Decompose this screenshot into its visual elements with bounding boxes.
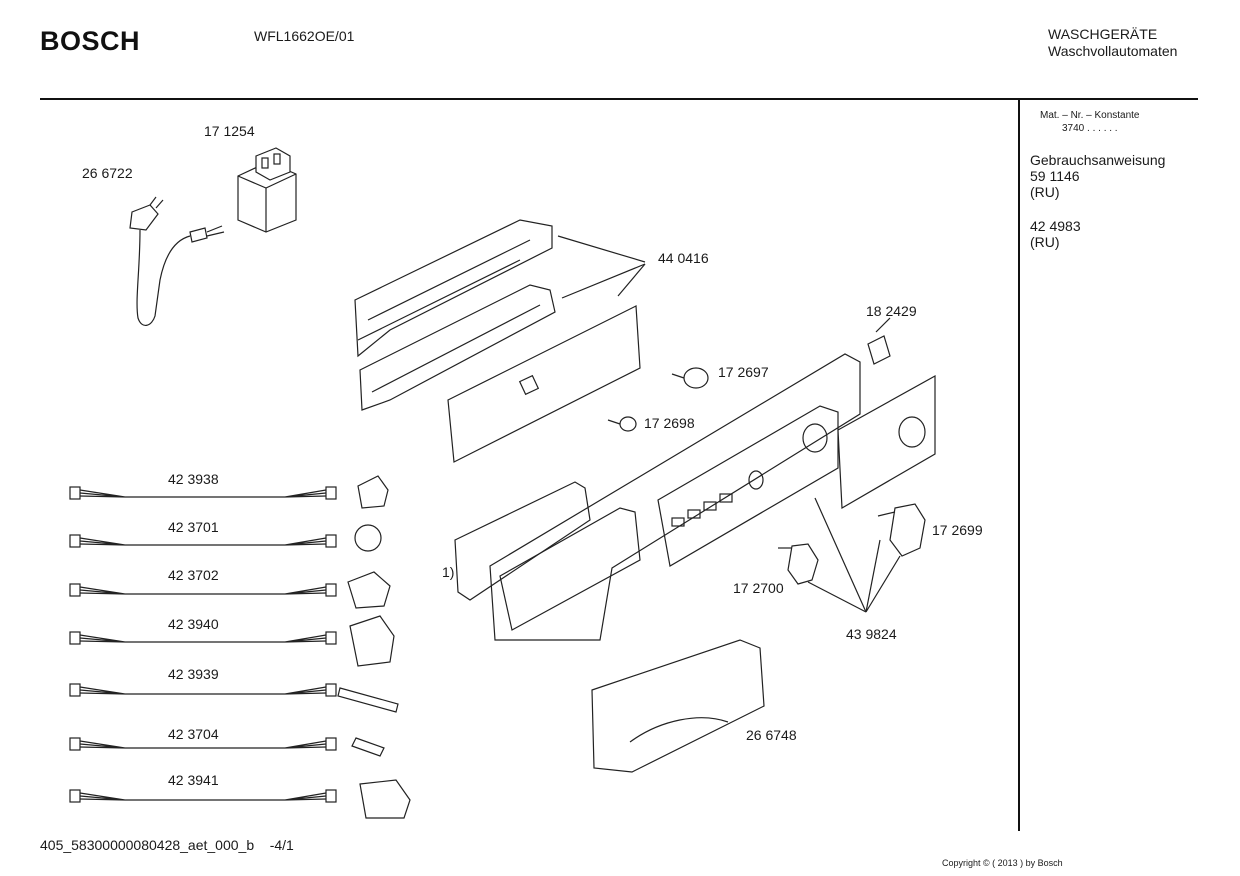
doc2-language: (RU) bbox=[1030, 234, 1060, 250]
cable-harness-part[interactable] bbox=[69, 571, 391, 609]
doc-id-text: 405_58300000080428_aet_000_b bbox=[40, 837, 255, 853]
mat-number-label: Mat. – Nr. – Konstante bbox=[1040, 110, 1140, 121]
mat-number-value: 3740 . . . . . . bbox=[1062, 123, 1118, 134]
part-label: 17 2699 bbox=[932, 522, 983, 538]
interference-filter-part[interactable] bbox=[237, 147, 297, 233]
part-label: 17 2700 bbox=[733, 580, 784, 596]
part-label: 44 0416 bbox=[658, 250, 709, 266]
cable-harness-part[interactable] bbox=[69, 737, 385, 757]
page-number: -4/1 bbox=[269, 837, 294, 853]
part-label: 43 9824 bbox=[846, 626, 897, 642]
knob-part-172698[interactable] bbox=[607, 416, 637, 432]
cable-label: 42 3701 bbox=[168, 519, 219, 535]
manual-title: Gebrauchsanweisung bbox=[1030, 152, 1166, 168]
cable-label: 42 3941 bbox=[168, 772, 219, 788]
knob-part-172697[interactable] bbox=[671, 367, 709, 389]
cable-harness-part[interactable] bbox=[69, 683, 399, 713]
power-cord-part[interactable] bbox=[129, 196, 225, 326]
cable-label: 42 3938 bbox=[168, 471, 219, 487]
connector-part-182429[interactable] bbox=[867, 317, 891, 365]
model-number: WFL1662OE/01 bbox=[254, 28, 355, 44]
footnote-marker: 1) bbox=[442, 564, 454, 580]
panel-cover-part[interactable] bbox=[837, 374, 936, 510]
detergent-drawer-part[interactable] bbox=[591, 639, 765, 773]
cable-label: 42 3940 bbox=[168, 616, 219, 632]
category-subtitle: Waschvollautomaten bbox=[1048, 43, 1178, 59]
cable-label: 42 3702 bbox=[168, 567, 219, 583]
doc2-number: 42 4983 bbox=[1030, 218, 1081, 234]
knob-part-172699[interactable] bbox=[877, 503, 926, 557]
control-module-part[interactable] bbox=[354, 219, 646, 463]
seal-gasket-part[interactable] bbox=[454, 481, 591, 601]
category-title: WASCHGERÄTE bbox=[1048, 26, 1158, 42]
part-label: 17 2697 bbox=[718, 364, 769, 380]
part-label: 17 1254 bbox=[204, 123, 255, 139]
cable-harness-group bbox=[69, 475, 411, 819]
part-label: 26 6748 bbox=[746, 727, 797, 743]
side-panel-divider bbox=[1018, 100, 1020, 831]
manual-number: 59 1146 bbox=[1030, 168, 1080, 184]
cable-harness-part[interactable] bbox=[69, 524, 382, 552]
part-label: 26 6722 bbox=[82, 165, 133, 181]
copyright-notice: Copyright © ( 2013 ) by Bosch bbox=[942, 858, 1063, 868]
knob-part-172700[interactable] bbox=[778, 543, 819, 585]
cable-harness-part[interactable] bbox=[69, 615, 395, 667]
cable-harness-part[interactable] bbox=[69, 475, 389, 509]
part-label: 17 2698 bbox=[644, 415, 695, 431]
part-label: 18 2429 bbox=[866, 303, 917, 319]
cable-harness-part[interactable] bbox=[69, 779, 411, 819]
document-id: 405_58300000080428_aet_000_b -4/1 bbox=[40, 837, 294, 853]
cable-label: 42 3939 bbox=[168, 666, 219, 682]
bosch-logo: BOSCH bbox=[40, 26, 141, 56]
manual-language: (RU) bbox=[1030, 184, 1060, 200]
cable-label: 42 3704 bbox=[168, 726, 219, 742]
header-divider bbox=[40, 98, 1198, 100]
